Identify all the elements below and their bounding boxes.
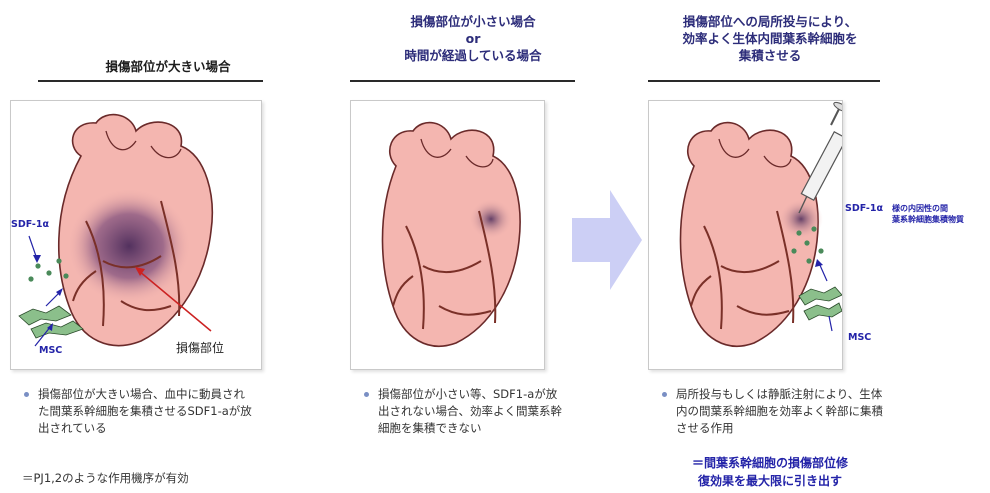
msc-label-1: MSC xyxy=(39,345,63,356)
header-local-line1: 損傷部位への局所投与により、 xyxy=(682,14,858,29)
sdf1a-desc-line1: 様の内因性の間 xyxy=(892,204,948,213)
bullet-dot-1 xyxy=(24,392,29,397)
sdf1a-label-3: SDF-1α xyxy=(845,203,884,214)
msc-label-3: MSC xyxy=(848,332,872,343)
heart-illustration-2 xyxy=(381,121,521,347)
header-small-line3: 時間が経過している場合 xyxy=(404,48,542,63)
sdf1a-desc-line2: 葉系幹細胞集積物質 xyxy=(892,215,964,224)
header-small-line1: 損傷部位が小さい場合 xyxy=(410,14,536,29)
bullet-small-injury: 損傷部位が小さい等、SDF1-aが放出されない場合、効率よく間葉系幹細胞を集積で… xyxy=(364,386,568,437)
header-rule-1 xyxy=(38,80,263,82)
emphasis-effect: ＝間葉系幹細胞の損傷部位修 復効果を最大限に引き出す xyxy=(660,454,880,490)
panel-small-injury xyxy=(350,100,545,370)
header-rule-3 xyxy=(648,80,880,82)
bullet-text-1: 損傷部位が大きい場合、血中に動員された間葉系幹細胞を集積させるSDF1-aが放出… xyxy=(38,387,252,435)
heart-illustration-1 xyxy=(18,113,214,347)
panel-local-admin xyxy=(648,100,843,370)
bullet-dot-2 xyxy=(364,392,369,397)
transition-arrow-icon xyxy=(572,190,642,290)
header-small-injury: 損傷部位が小さい場合 or 時間が経過している場合 xyxy=(348,13,598,64)
header-large-injury: 損傷部位が大きい場合 xyxy=(105,59,231,74)
sdf1a-desc-3: 様の内因性の間 葉系幹細胞集積物質 xyxy=(892,203,964,225)
syringe-icon xyxy=(798,101,842,214)
bullet-local-admin: 局所投与もしくは静脈注射により、生体内の間葉系幹細胞を効率よく幹部に集積させる作… xyxy=(662,386,891,437)
header-local-line2: 効率よく生体内間葉系幹細胞を xyxy=(682,31,858,46)
header-rule-2 xyxy=(350,80,575,82)
sdf1a-label-1: SDF-1α xyxy=(11,219,50,230)
bullet-text-3: 局所投与もしくは静脈注射により、生体内の間葉系幹細胞を効率よく幹部に集積させる作… xyxy=(676,387,883,435)
header-small-line2: or xyxy=(465,31,481,46)
note-mechanism: ＝PJ1,2のような作用機序が有効 xyxy=(22,471,189,485)
header-local-line3: 集積させる xyxy=(738,48,802,63)
emphasis-line1: ＝間葉系幹細胞の損傷部位修 xyxy=(691,456,848,470)
emphasis-line2: 復効果を最大限に引き出す xyxy=(697,474,842,488)
heart-illustration-3 xyxy=(679,101,842,347)
injury-site-label: 損傷部位 xyxy=(176,341,225,355)
panel-large-injury: SDF-1α MSC 損傷部位 xyxy=(10,100,262,370)
bullet-dot-3 xyxy=(662,392,667,397)
header-local-admin: 損傷部位への局所投与により、 効率よく生体内間葉系幹細胞を 集積させる xyxy=(640,13,900,64)
bullet-text-2: 損傷部位が小さい等、SDF1-aが放出されない場合、効率よく間葉系幹細胞を集積で… xyxy=(378,387,562,435)
bullet-large-injury: 損傷部位が大きい場合、血中に動員された間葉系幹細胞を集積させるSDF1-aが放出… xyxy=(24,386,256,437)
